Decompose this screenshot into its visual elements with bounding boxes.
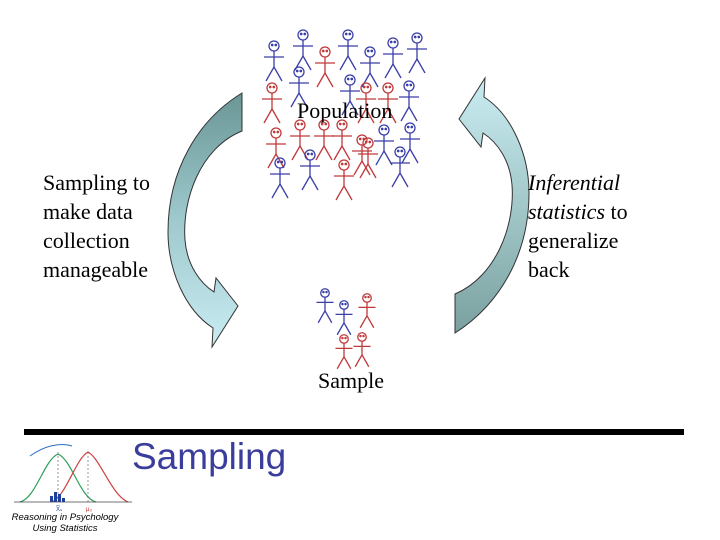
stick-figure-icon xyxy=(374,124,394,166)
stick-figure-icon xyxy=(378,82,398,124)
course-name-line: Using Statistics xyxy=(32,523,98,534)
stick-figure-icon xyxy=(332,119,352,161)
right-curved-arrow-icon xyxy=(454,76,530,334)
course-name-line: Reasoning in Psychology xyxy=(11,512,119,523)
stick-figure-icon xyxy=(289,66,309,108)
sample-group xyxy=(316,288,376,370)
stick-figure-icon xyxy=(338,29,358,71)
stick-figure-icon xyxy=(290,119,310,161)
course-name: Reasoning in Psychology Using Statistics xyxy=(0,512,130,534)
stick-figure-icon xyxy=(316,288,334,324)
left-curved-arrow-icon xyxy=(167,92,243,349)
sampling-caption-line: make data xyxy=(43,199,133,224)
stick-figure-icon xyxy=(407,32,427,74)
divider-rule xyxy=(24,429,684,435)
sample-label: Sample xyxy=(318,368,384,393)
population-label: Population xyxy=(297,98,393,123)
stick-figure-icon xyxy=(360,46,380,88)
sampling-caption: Sampling to make data collection managea… xyxy=(43,168,150,284)
sampling-caption-line: manageable xyxy=(43,257,149,282)
inferential-term: Inferential xyxy=(528,170,621,195)
sampling-caption-line: collection xyxy=(43,228,130,253)
inferential-caption-line: generalize xyxy=(528,228,619,253)
stick-figure-icon xyxy=(353,332,371,368)
stick-figure-icon xyxy=(293,29,313,71)
stick-figure-icon xyxy=(340,74,360,116)
stick-figure-icon xyxy=(270,157,290,199)
stick-figure-icon xyxy=(358,137,378,179)
stick-figure-icon xyxy=(390,146,410,188)
inferential-caption-line: back xyxy=(528,257,570,282)
population-crowd xyxy=(262,29,427,201)
stick-figure-icon xyxy=(262,82,282,124)
stick-figure-icon xyxy=(334,159,354,201)
stick-figure-icon xyxy=(358,293,376,329)
stick-figure-icon xyxy=(315,46,335,88)
statistics-term: statistics xyxy=(528,199,606,224)
stick-figure-icon xyxy=(399,80,419,122)
stick-figure-icon xyxy=(314,119,334,161)
stick-figure-icon xyxy=(352,134,372,176)
logo-sample-label: X̅ₛ xyxy=(56,506,62,513)
stick-figure-icon xyxy=(266,127,286,169)
stick-figure-icon xyxy=(264,40,284,82)
logo-population-label: μ₀ xyxy=(86,507,92,513)
stick-figure-icon xyxy=(335,300,353,336)
stick-figure-icon xyxy=(300,149,320,191)
inferential-caption-text: to xyxy=(605,199,628,224)
sampling-caption-line: Sampling to xyxy=(43,170,150,195)
stick-figure-icon xyxy=(383,37,403,79)
stick-figure-icon xyxy=(400,122,420,164)
distribution-logo-icon: X̅ₛ μ₀ xyxy=(14,443,132,513)
slide-title: Sampling xyxy=(132,436,287,477)
inferential-caption: Inferential statistics to generalize bac… xyxy=(528,168,628,284)
stick-figure-icon xyxy=(335,334,353,370)
stick-figure-icon xyxy=(356,82,376,124)
